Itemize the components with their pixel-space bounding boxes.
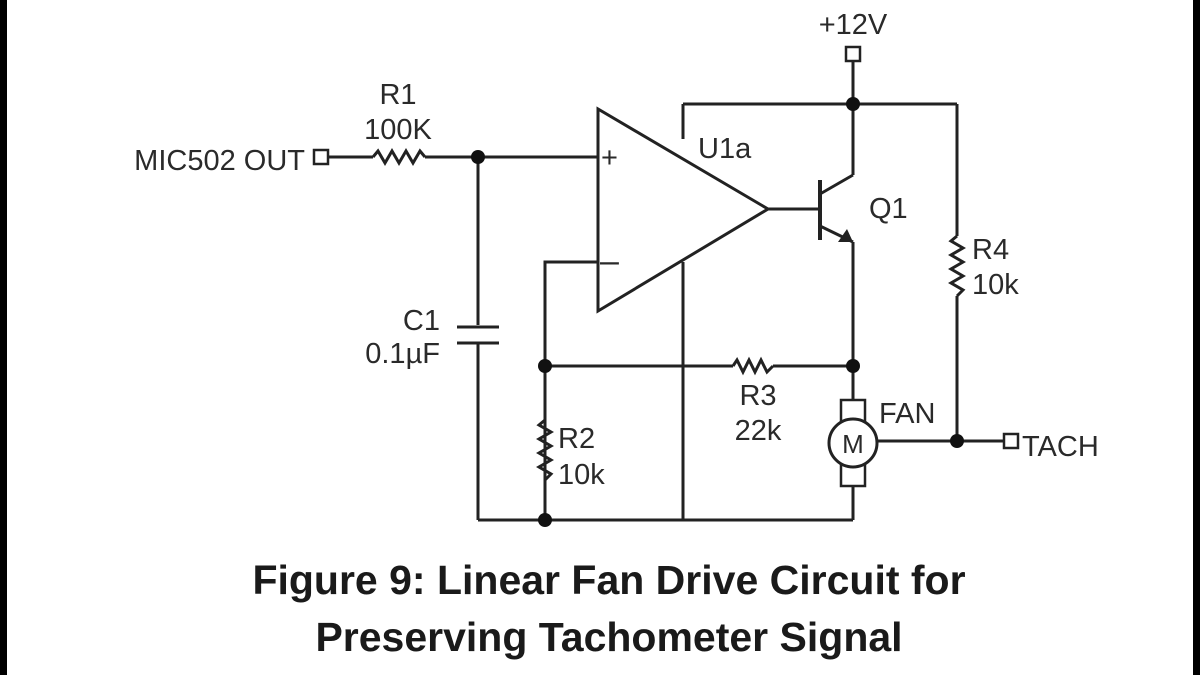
c1-name: C1 (403, 305, 440, 337)
junction-dot (471, 150, 485, 164)
junctions (471, 97, 964, 527)
resistor-r4 (948, 234, 966, 298)
junction-dot (538, 513, 552, 527)
opamp-minus-sign: – (600, 242, 619, 280)
r1-value: 100K (364, 114, 432, 146)
junction-dot (846, 97, 860, 111)
r4-value: 10k (972, 269, 1019, 301)
resistor-r1 (371, 148, 427, 166)
fan-label: FAN (879, 398, 935, 430)
r2-value: 10k (558, 459, 605, 491)
tach-terminal (1002, 432, 1020, 450)
junction-dot (846, 359, 860, 373)
opamp-u1a (596, 106, 771, 314)
junction-dot (538, 359, 552, 373)
diagram-panel: + – (7, 0, 1193, 675)
r4-name: R4 (972, 234, 1009, 266)
q1-label: Q1 (869, 193, 908, 225)
opamp-plus-sign: + (601, 142, 618, 174)
opamp-label: U1a (698, 133, 752, 165)
capacitor-c1 (457, 325, 499, 345)
fan-motor (827, 398, 879, 488)
transistor-q1 (818, 173, 854, 244)
r1-name: R1 (379, 79, 416, 111)
supply-label: +12V (819, 9, 888, 41)
motor-symbol-label: M (842, 429, 864, 459)
c1-value: 0.1µF (365, 338, 440, 370)
supply-terminal (844, 45, 862, 63)
circuit-schematic: + – (134, 9, 1099, 660)
resistor-r3 (731, 356, 775, 376)
input-label: MIC502 OUT (134, 145, 305, 177)
input-terminal (312, 148, 330, 166)
figure-caption-line2: Preserving Tachometer Signal (315, 614, 902, 660)
tach-label: TACH (1022, 431, 1099, 463)
r2-name: R2 (558, 423, 595, 455)
emitter-arrow-icon (838, 229, 853, 242)
figure-caption-line1: Figure 9: Linear Fan Drive Circuit for (252, 557, 965, 603)
resistor-r2 (536, 418, 554, 482)
junction-dot (950, 434, 964, 448)
r3-name: R3 (739, 380, 776, 412)
r3-value: 22k (735, 415, 782, 447)
